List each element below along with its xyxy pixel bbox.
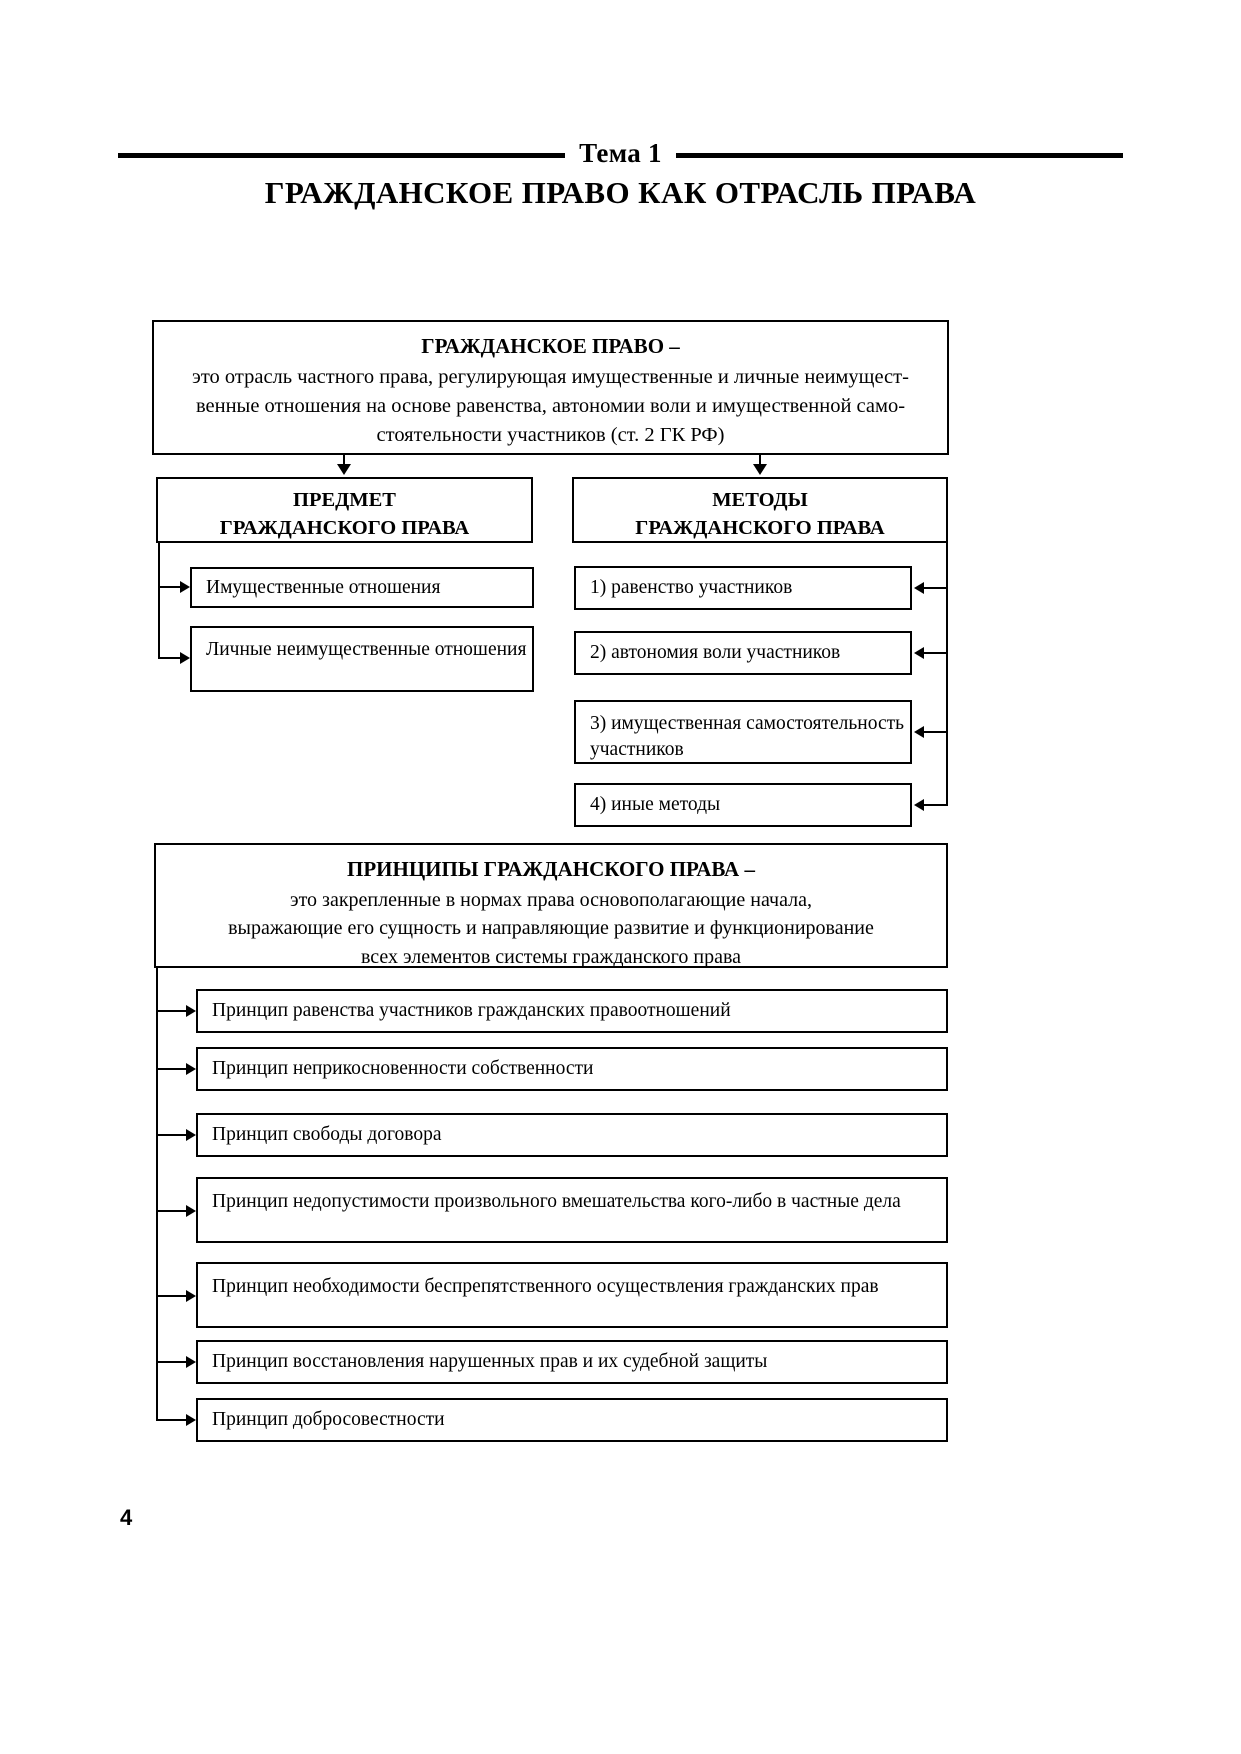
arrow-right-principle-2-icon bbox=[186, 1063, 196, 1075]
principles-branch-3 bbox=[156, 1134, 188, 1136]
connector-definition-to-methods bbox=[759, 455, 761, 467]
methods-head-line-2: ГРАЖДАНСКОГО ПРАВА bbox=[635, 516, 885, 539]
subject-branch-2 bbox=[158, 657, 182, 659]
principle-item-4: Принцип недопустимости произвольного вме… bbox=[196, 1177, 948, 1243]
definition-line-1: это отрасль частного права, регулирующая… bbox=[192, 365, 909, 388]
principle-item-3-label: Принцип свободы договора bbox=[212, 1123, 442, 1145]
subject-header-box: ПРЕДМЕТ ГРАЖДАНСКОГО ПРАВА bbox=[156, 477, 533, 543]
page-title: ГРАЖДАНСКОЕ ПРАВО КАК ОТРАСЛЬ ПРАВА bbox=[264, 175, 977, 210]
subject-item-1-label: Имущественные отношения bbox=[206, 576, 441, 598]
principles-line-2: выражающие его сущность и направляющие р… bbox=[228, 917, 874, 940]
subject-item-2-label: Личные неимущественные отношения bbox=[206, 639, 527, 660]
principle-item-4-label: Принцип недопустимости произвольного вме… bbox=[212, 1191, 901, 1212]
methods-item-4: 4) иные методы bbox=[574, 783, 912, 827]
arrow-right-principle-1-icon bbox=[186, 1005, 196, 1017]
subject-item-2: Личные неимущественные отношения bbox=[190, 626, 534, 692]
arrow-left-methods-2-icon bbox=[914, 647, 924, 659]
theme-label: Тема 1 bbox=[579, 137, 662, 168]
methods-head-line-1: МЕТОДЫ bbox=[712, 489, 808, 511]
principles-branch-6 bbox=[156, 1361, 188, 1363]
principle-item-6: Принцип восстановления нарушенных прав и… bbox=[196, 1340, 948, 1384]
principles-line-3: всех элементов системы гражданского прав… bbox=[360, 945, 742, 968]
subject-head-line-2: ГРАЖДАНСКОГО ПРАВА bbox=[219, 516, 470, 539]
arrow-down-methods-icon bbox=[753, 464, 767, 475]
methods-branch-3 bbox=[922, 731, 948, 733]
principles-spine bbox=[156, 968, 158, 1421]
principles-branch-5 bbox=[156, 1295, 188, 1297]
methods-item-4-label: 4) иные методы bbox=[590, 794, 721, 816]
methods-item-2-label: 2) автономия воли участников bbox=[590, 642, 841, 664]
methods-branch-4 bbox=[922, 804, 948, 806]
connector-definition-to-subject bbox=[343, 455, 345, 467]
methods-item-1: 1) равенство участников bbox=[574, 566, 912, 610]
methods-item-3: 3) имущественная самостоятельность участ… bbox=[574, 700, 912, 764]
header-rule-right bbox=[675, 152, 1124, 158]
arrow-right-principle-4-icon bbox=[186, 1205, 196, 1217]
definition-term: ГРАЖДАНСКОЕ ПРАВО – bbox=[421, 334, 680, 358]
arrow-down-subject-icon bbox=[337, 464, 351, 475]
principle-item-6-label: Принцип восстановления нарушенных прав и… bbox=[212, 1350, 768, 1372]
subject-spine bbox=[158, 543, 160, 659]
definition-box: ГРАЖДАНСКОЕ ПРАВО – это отрасль частного… bbox=[152, 320, 949, 455]
methods-branch-2 bbox=[922, 652, 948, 654]
principles-branch-1 bbox=[156, 1010, 188, 1012]
arrow-left-methods-4-icon bbox=[914, 799, 924, 811]
definition-line-2: венные отношения на основе равенства, ав… bbox=[195, 394, 906, 417]
arrow-right-principle-5-icon bbox=[186, 1290, 196, 1302]
principle-item-7: Принцип добросовестности bbox=[196, 1398, 948, 1442]
subject-branch-1 bbox=[158, 586, 182, 588]
arrow-left-methods-1-icon bbox=[914, 582, 924, 594]
arrow-left-methods-3-icon bbox=[914, 726, 924, 738]
principle-item-2-label: Принцип неприкосновенности собственности bbox=[212, 1057, 594, 1079]
principle-item-5: Принцип необходимости беспрепятственного… bbox=[196, 1262, 948, 1328]
principles-branch-2 bbox=[156, 1068, 188, 1070]
subject-head-line-1: ПРЕДМЕТ bbox=[293, 489, 396, 511]
subject-item-1: Имущественные отношения bbox=[190, 567, 534, 608]
principle-item-3: Принцип свободы договора bbox=[196, 1113, 948, 1157]
arrow-right-subject-1-icon bbox=[180, 581, 190, 593]
principle-item-1-label: Принцип равенства участников гражданских… bbox=[212, 999, 731, 1021]
theme-header: Тема 1 bbox=[118, 132, 1124, 174]
principles-branch-4 bbox=[156, 1210, 188, 1212]
principle-item-1: Принцип равенства участников гражданских… bbox=[196, 989, 948, 1033]
methods-branch-1 bbox=[922, 587, 948, 589]
arrow-right-principle-6-icon bbox=[186, 1356, 196, 1368]
arrow-right-principle-7-icon bbox=[186, 1414, 196, 1426]
arrow-right-principle-3-icon bbox=[186, 1129, 196, 1141]
principle-item-5-label: Принцип необходимости беспрепятственного… bbox=[212, 1276, 879, 1297]
principles-branch-7 bbox=[156, 1419, 188, 1421]
methods-header-box: МЕТОДЫ ГРАЖДАНСКОГО ПРАВА bbox=[572, 477, 948, 543]
header-rule-left bbox=[118, 152, 566, 158]
principles-line-1: это закрепленные в нормах права основопо… bbox=[289, 888, 813, 911]
definition-line-3: стоятельности участников (ст. 2 ГК РФ) bbox=[376, 424, 725, 447]
methods-item-1-label: 1) равенство участников bbox=[590, 577, 793, 599]
arrow-right-subject-2-icon bbox=[180, 652, 190, 664]
principles-term: ПРИНЦИПЫ ГРАЖДАНСКОГО ПРАВА – bbox=[347, 857, 755, 881]
principle-item-2: Принцип неприкосновенности собственности bbox=[196, 1047, 948, 1091]
methods-item-2: 2) автономия воли участников bbox=[574, 631, 912, 675]
methods-item-3-label: 3) имущественная самостоятельность участ… bbox=[590, 713, 905, 760]
principles-header-box: ПРИНЦИПЫ ГРАЖДАНСКОГО ПРАВА – это закреп… bbox=[154, 843, 948, 968]
methods-spine bbox=[946, 543, 948, 805]
principle-item-7-label: Принцип добросовестности bbox=[212, 1408, 445, 1430]
page-number: 4 bbox=[120, 1505, 133, 1530]
